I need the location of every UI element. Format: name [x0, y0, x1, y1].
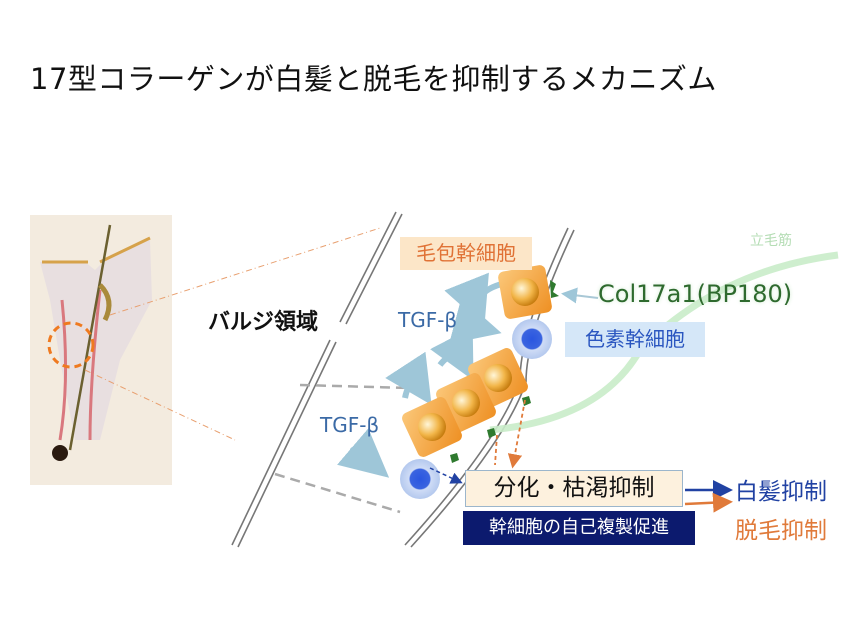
stem-cell-niche-outline	[274, 383, 411, 514]
slide-title: 17型コラーゲンが白髪と脱毛を抑制するメカニズム	[30, 62, 717, 96]
arrector-pili-label: 立毛筋	[750, 233, 792, 249]
differentiation-suppression-box: 分化・枯渇抑制	[465, 470, 683, 507]
col17a1-anchors	[450, 280, 559, 463]
hair-follicle-stem-cells	[402, 265, 552, 457]
hair-loss-arrow	[684, 492, 733, 513]
tgf-beta-label-lower: TGF-β	[320, 413, 380, 437]
bulge-region-label: バルジ領域	[208, 310, 319, 335]
melanocyte-stem-cell-label: 色素幹細胞	[565, 322, 705, 357]
melanocyte-stem-cells	[400, 319, 552, 499]
tgf-beta-label-upper: TGF-β	[398, 308, 458, 332]
bulge-highlight-circle	[47, 321, 95, 369]
hair-follicle-stem-cell-label: 毛包幹細胞	[400, 237, 532, 270]
hair-follicle-illustration	[30, 215, 381, 485]
hair-loss-suppression-label: 脱毛抑制	[735, 518, 827, 544]
col17a1-label: Col17a1(BP180)	[598, 280, 793, 308]
self-renewal-box: 幹細胞の自己複製促進	[463, 511, 695, 545]
gray-hair-suppression-label: 白髪抑制	[735, 479, 827, 505]
